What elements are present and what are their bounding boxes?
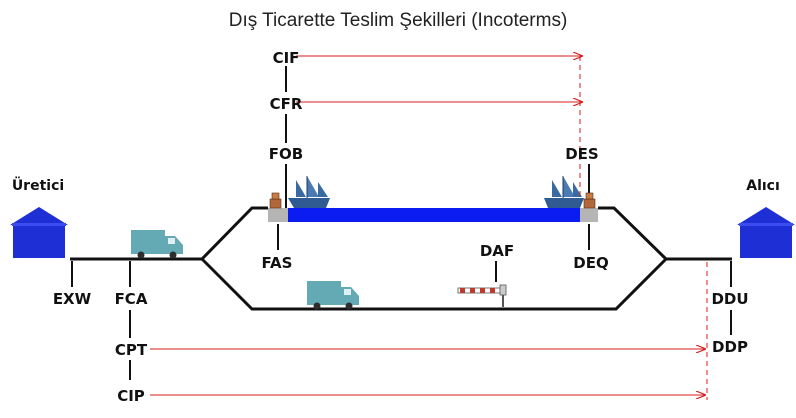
ship-icon (288, 176, 330, 208)
term-label-fca: FCA (115, 290, 148, 308)
house-icon (10, 207, 68, 258)
ship-icon (544, 176, 584, 208)
term-label-deq: DEQ (573, 254, 608, 272)
term-label-daf: DAF (480, 242, 514, 260)
term-label-ddu: DDU (711, 290, 748, 308)
sea-route-upper-left (200, 206, 268, 261)
term-label-cip: CIP (117, 387, 145, 405)
truck-icon (307, 281, 359, 310)
term-connectors (71, 66, 732, 380)
route-lines (70, 206, 732, 311)
sea-water (288, 208, 580, 222)
diagram-title: Dış Ticarette Teslim Şekilleri (Incoterm… (229, 10, 568, 31)
term-label-fas: FAS (262, 254, 293, 272)
term-label-ddp: DDP (712, 338, 748, 356)
bollard-icon (269, 192, 282, 209)
term-label-cif: CIF (273, 49, 300, 67)
land-route-lower (200, 257, 668, 311)
term-label-des: DES (565, 145, 599, 163)
term-label-cpt: CPT (115, 341, 148, 359)
term-label-cfr: CFR (270, 95, 303, 113)
truck-icon (131, 230, 183, 259)
delivery-arrows (150, 56, 708, 400)
term-label-fob: FOB (269, 145, 303, 163)
term-label-exw: EXW (53, 290, 92, 308)
bollard-icon (583, 192, 596, 209)
barrier-icon (457, 284, 507, 307)
seller-label: Üretici (12, 176, 64, 194)
buyer-label: Alıcı (746, 178, 780, 194)
sea-route-upper-right (598, 206, 668, 261)
house-icon (737, 207, 795, 258)
